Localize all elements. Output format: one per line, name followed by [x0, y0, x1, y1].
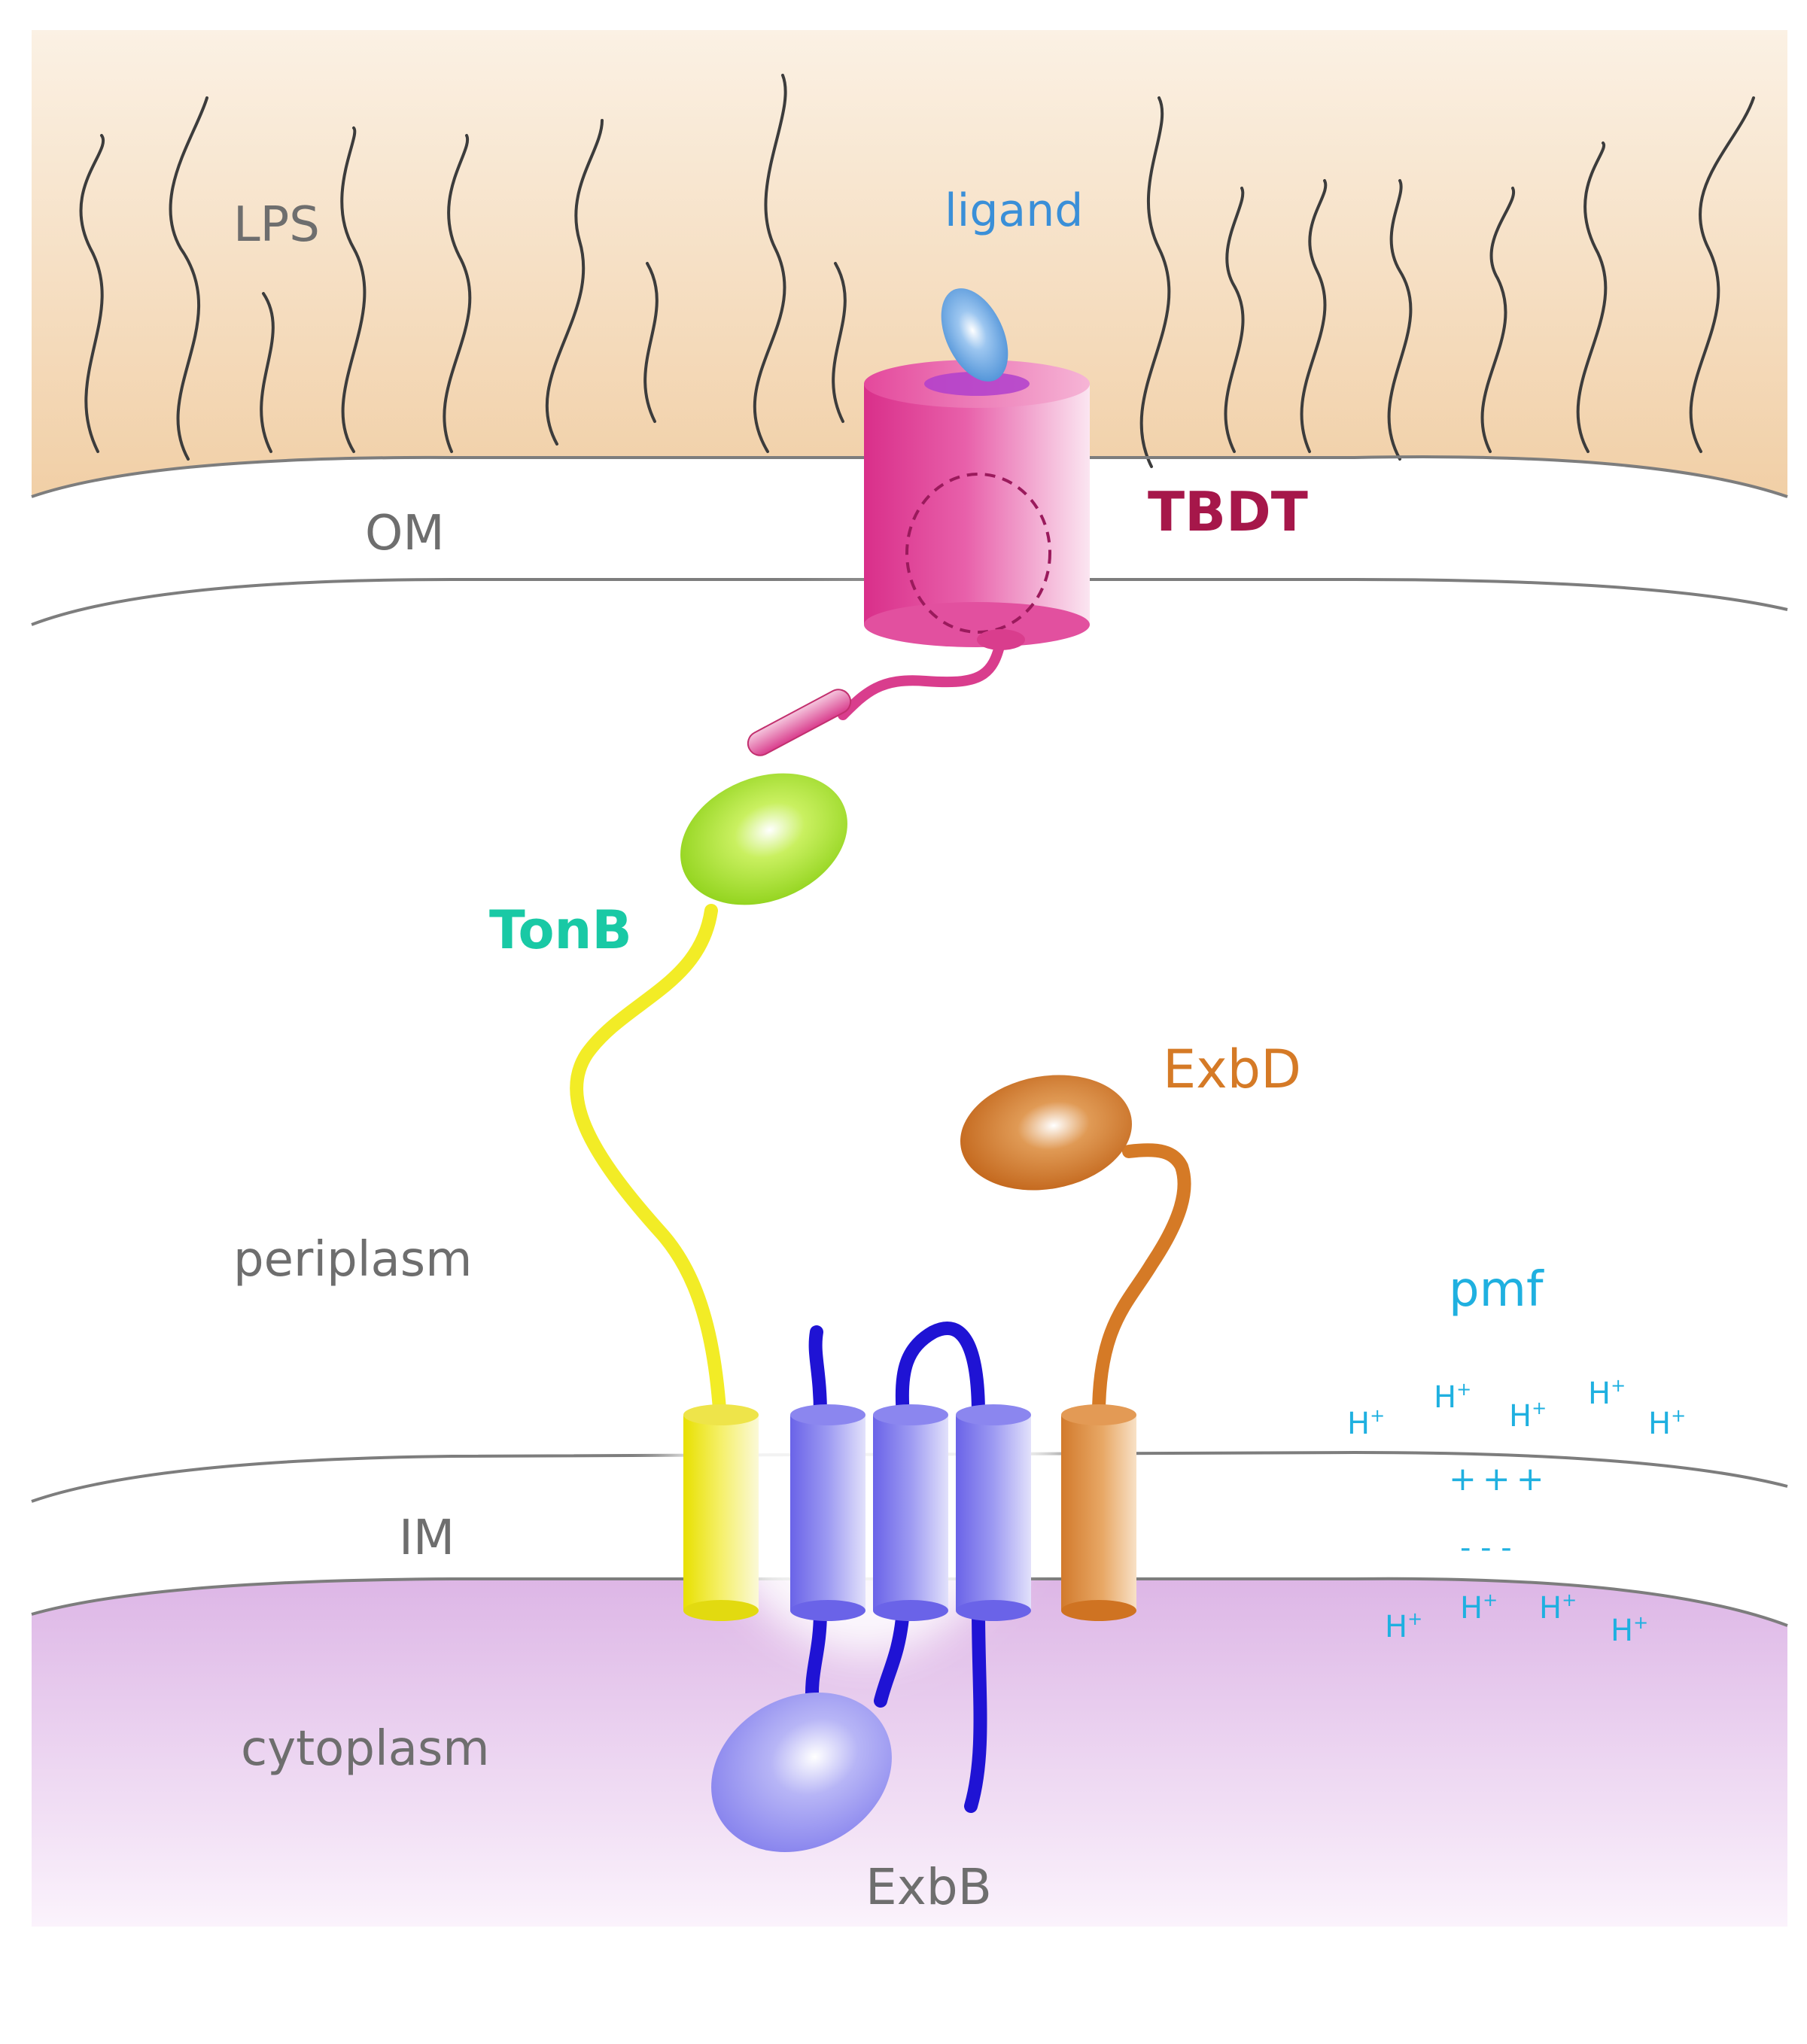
proton-periplasm: H+ [1509, 1398, 1547, 1434]
ligand-label: ligand [945, 184, 1083, 237]
cytoplasm-label: cytoplasm [241, 1721, 490, 1777]
exbb-protein [711, 1322, 1031, 1853]
proton-cytoplasm: H+ [1385, 1608, 1422, 1644]
om-label: OM [365, 506, 445, 561]
ligand-molecule [941, 288, 1008, 382]
positive-charges: +++ [1449, 1460, 1550, 1498]
proton-cytoplasm: H+ [1539, 1589, 1577, 1626]
im-outer-leaflet [31, 1450, 1788, 1503]
lps-label: LPS [233, 197, 320, 253]
exbb-label: ExbB [865, 1858, 992, 1916]
proton-cytoplasm: H+ [1460, 1589, 1498, 1626]
proton-cytoplasm: H+ [1611, 1612, 1648, 1648]
exbd-label: ExbD [1163, 1039, 1301, 1100]
proton-periplasm: H+ [1648, 1405, 1686, 1441]
tbdt-label: TBDT [1148, 480, 1308, 543]
lps-chains [79, 74, 1755, 468]
proton-gradient: H+ H+ H+ H+ H+ +++ - - - H+ H+ H+ H+ [1347, 1375, 1686, 1648]
tbdt-barrel [747, 360, 1090, 756]
proton-periplasm: H+ [1434, 1379, 1471, 1415]
tonb-label: TonB [489, 899, 632, 961]
lps-region [32, 30, 1787, 497]
om-inner-leaflet [31, 578, 1788, 626]
cytoplasm-region [32, 1578, 1787, 1927]
im-label: IM [399, 1510, 455, 1566]
negative-charges: - - - [1460, 1531, 1512, 1565]
im-inner-leaflet [31, 1577, 1788, 1627]
tonb-protein [570, 773, 847, 1621]
pmf-label: pmf [1449, 1262, 1544, 1318]
periplasm-label: periplasm [233, 1232, 472, 1288]
proton-periplasm: H+ [1347, 1405, 1385, 1441]
proton-periplasm: H+ [1588, 1375, 1626, 1411]
om-outer-leaflet [31, 455, 1788, 498]
exbd-protein [960, 1075, 1191, 1621]
